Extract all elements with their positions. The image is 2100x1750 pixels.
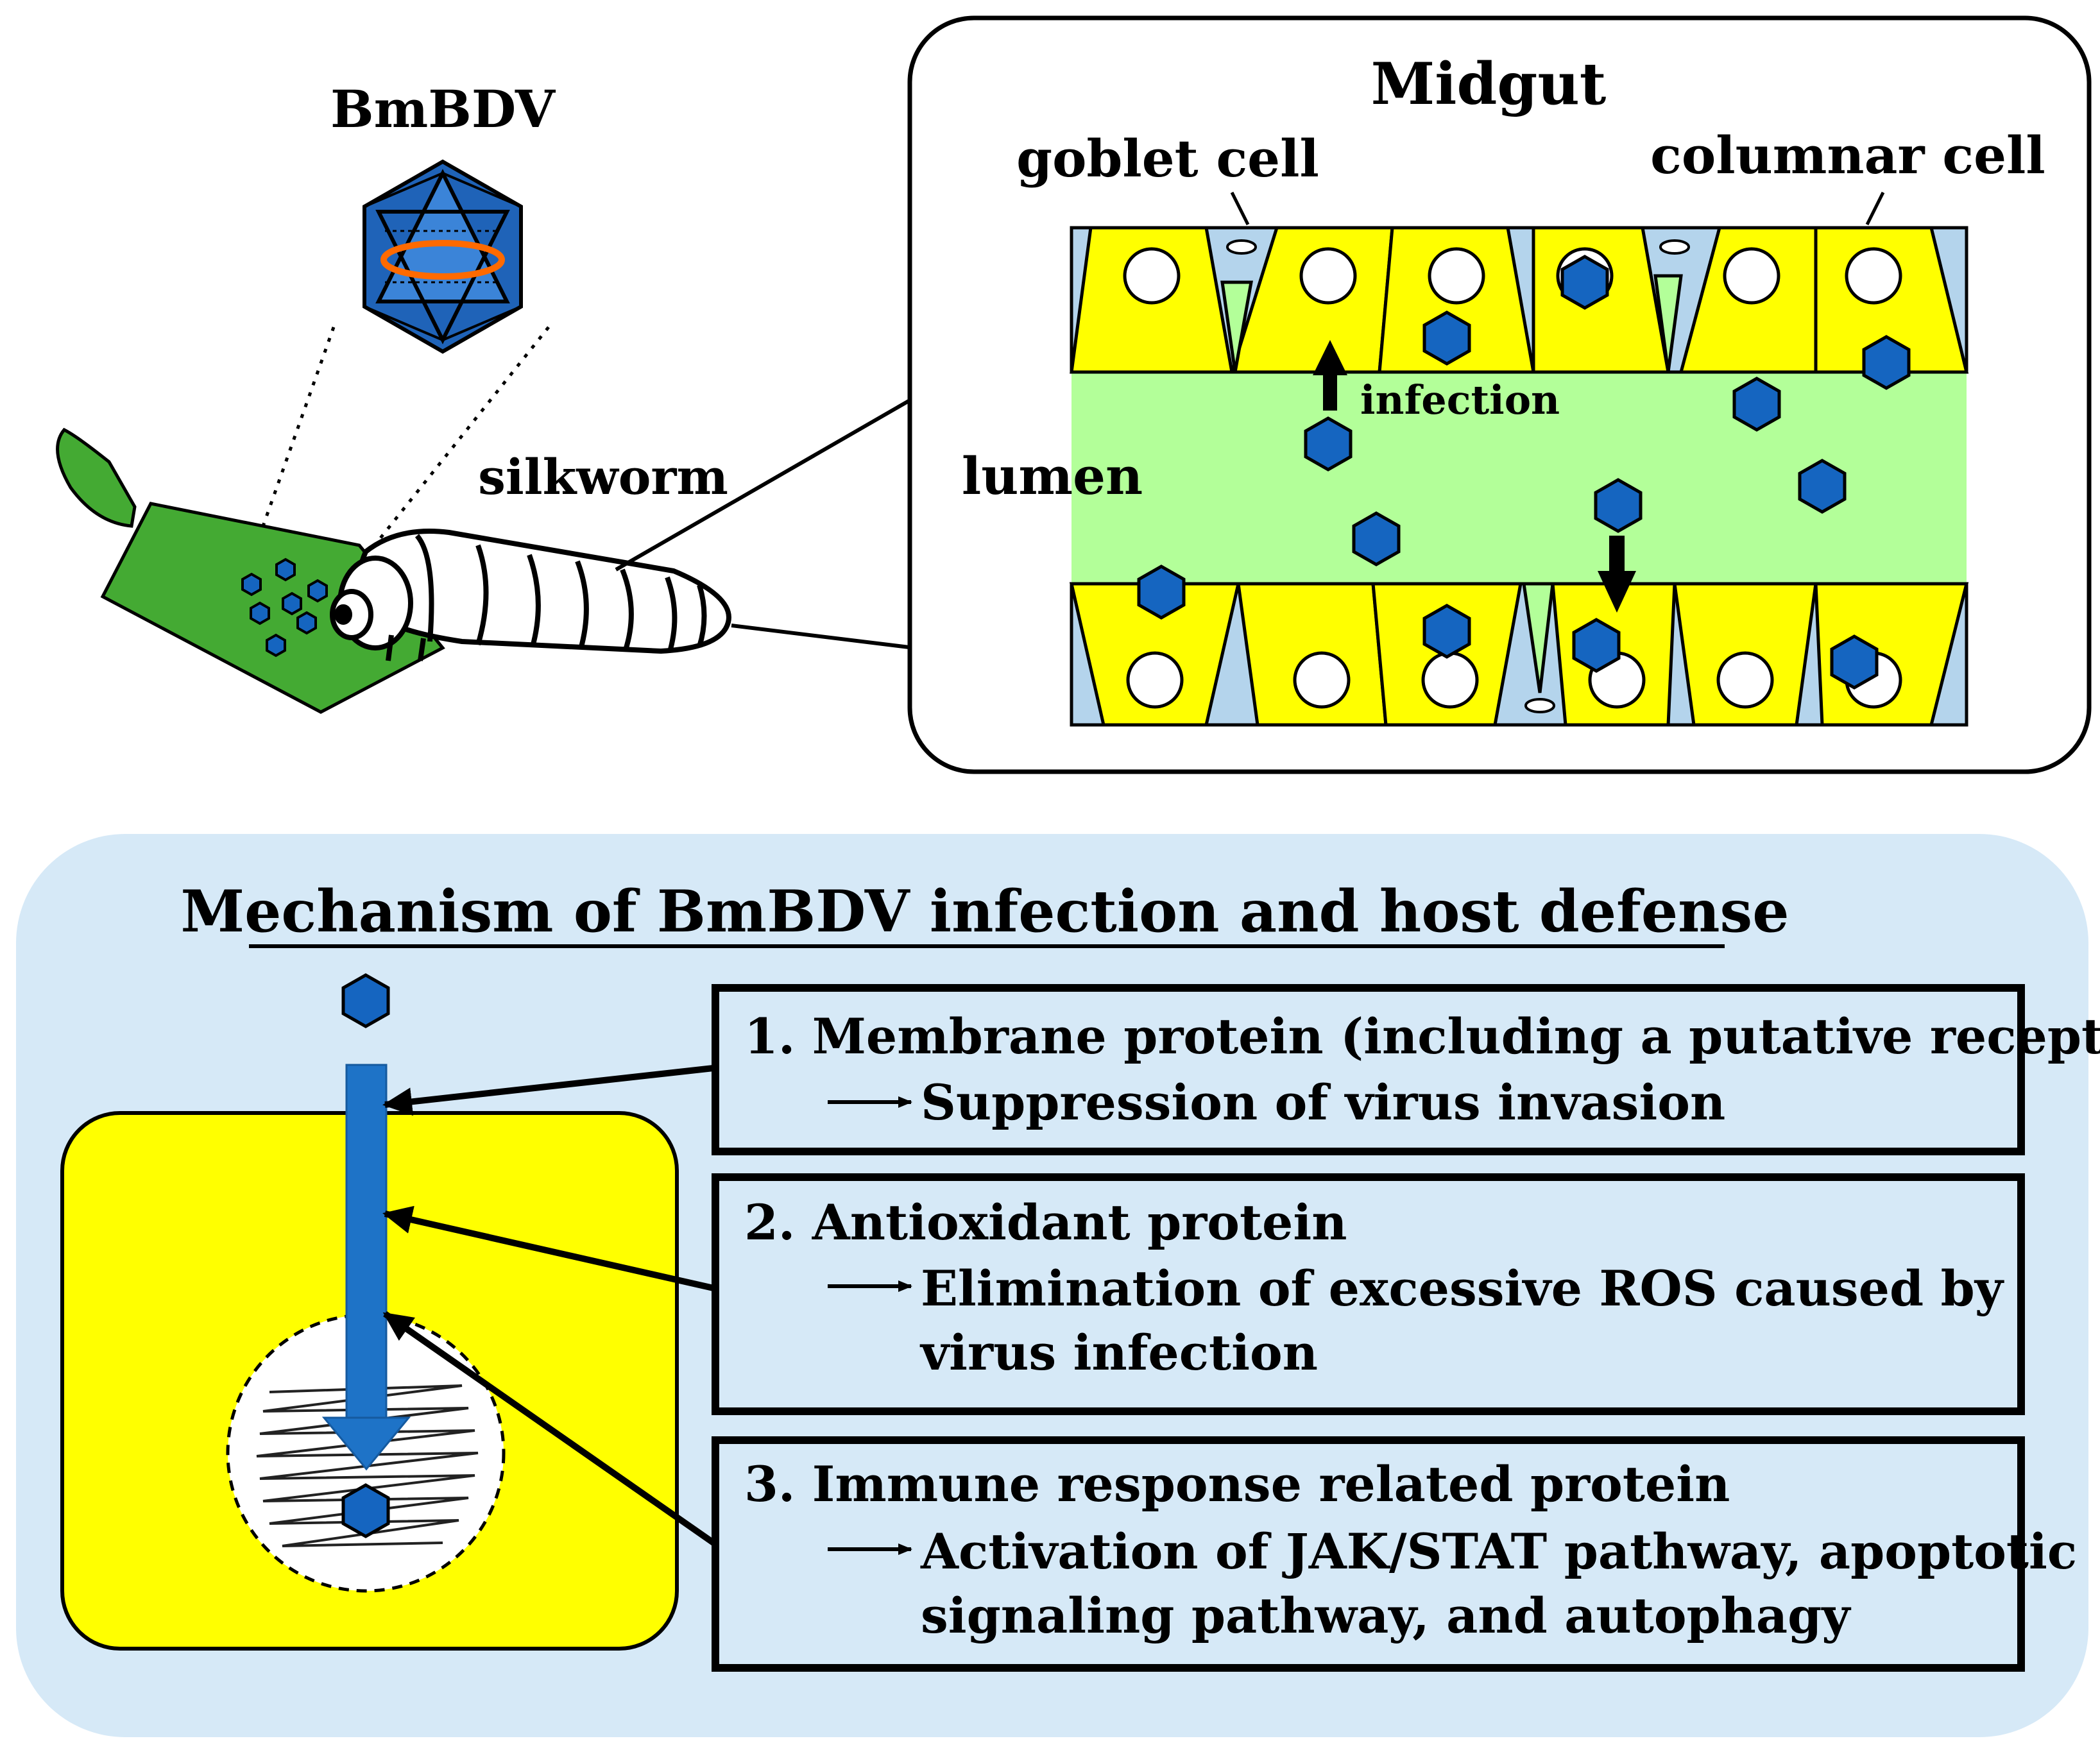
mechanism-effect-3b: signaling pathway, and autophagy [921, 1587, 1851, 1644]
mechanism-box-2: 2. Antioxidant protein Elimination of ex… [712, 1173, 2025, 1415]
midgut-title: Midgut [1371, 50, 1607, 118]
virus-nucleus-icon [341, 1483, 390, 1538]
goblet-pointer-line [1230, 191, 1250, 226]
infection-arrow-up [1313, 340, 1347, 411]
mechanism-heading-2: 2. Antioxidant protein [744, 1194, 1347, 1251]
antioxidant-protein-arrow [382, 1205, 715, 1291]
epithelium-top [1070, 226, 1969, 374]
immune-protein-arrow [382, 1311, 715, 1546]
virus-particles-midgut [1137, 255, 1911, 690]
goblet-cell-label: goblet cell [1016, 128, 1319, 189]
zoom-line [261, 327, 336, 527]
infection-arrow-down [1598, 536, 1636, 613]
virus-entry-icon [341, 973, 390, 1028]
mechanism-box-1: 1. Membrane protein (including a putativ… [712, 984, 2100, 1155]
mechanism-box-3: 3. Immune response related protein Activ… [712, 1436, 2077, 1672]
infection-label: infection [1360, 377, 1560, 423]
zoom-line [358, 326, 550, 566]
mulberry-leaf-icon [56, 427, 445, 714]
columnar-cell-label: columnar cell [1650, 125, 2045, 185]
lumen-label: lumen [962, 446, 1143, 506]
callout-line [615, 396, 916, 572]
mechanism-effect-1a: Suppression of virus invasion [921, 1074, 1725, 1131]
silkworm-label: silkworm [478, 448, 728, 505]
virus-label: BmBDV [330, 79, 556, 139]
columnar-pointer-line [1865, 191, 1885, 226]
mechanism-effect-3a: Activation of JAK/STAT pathway, apoptoti… [920, 1523, 2077, 1580]
membrane-protein-arrow [382, 1065, 714, 1116]
mechanism-effect-2a: Elimination of excessive ROS caused by [921, 1260, 2004, 1317]
callout-line [731, 624, 915, 650]
mechanism-title: Mechanism of BmBDV infection and host de… [181, 878, 1789, 946]
virus-capsid-icon [363, 159, 523, 354]
mechanism-heading-3: 3. Immune response related protein [744, 1456, 1730, 1513]
silkworm-icon [330, 529, 731, 661]
mechanism-effect-2b: virus infection [919, 1324, 1318, 1381]
mechanism-heading-1: 1. Membrane protein (including a putativ… [744, 1008, 2100, 1065]
infection-pathway-arrow [321, 1064, 411, 1471]
virus-particles-on-leaf [241, 557, 328, 658]
